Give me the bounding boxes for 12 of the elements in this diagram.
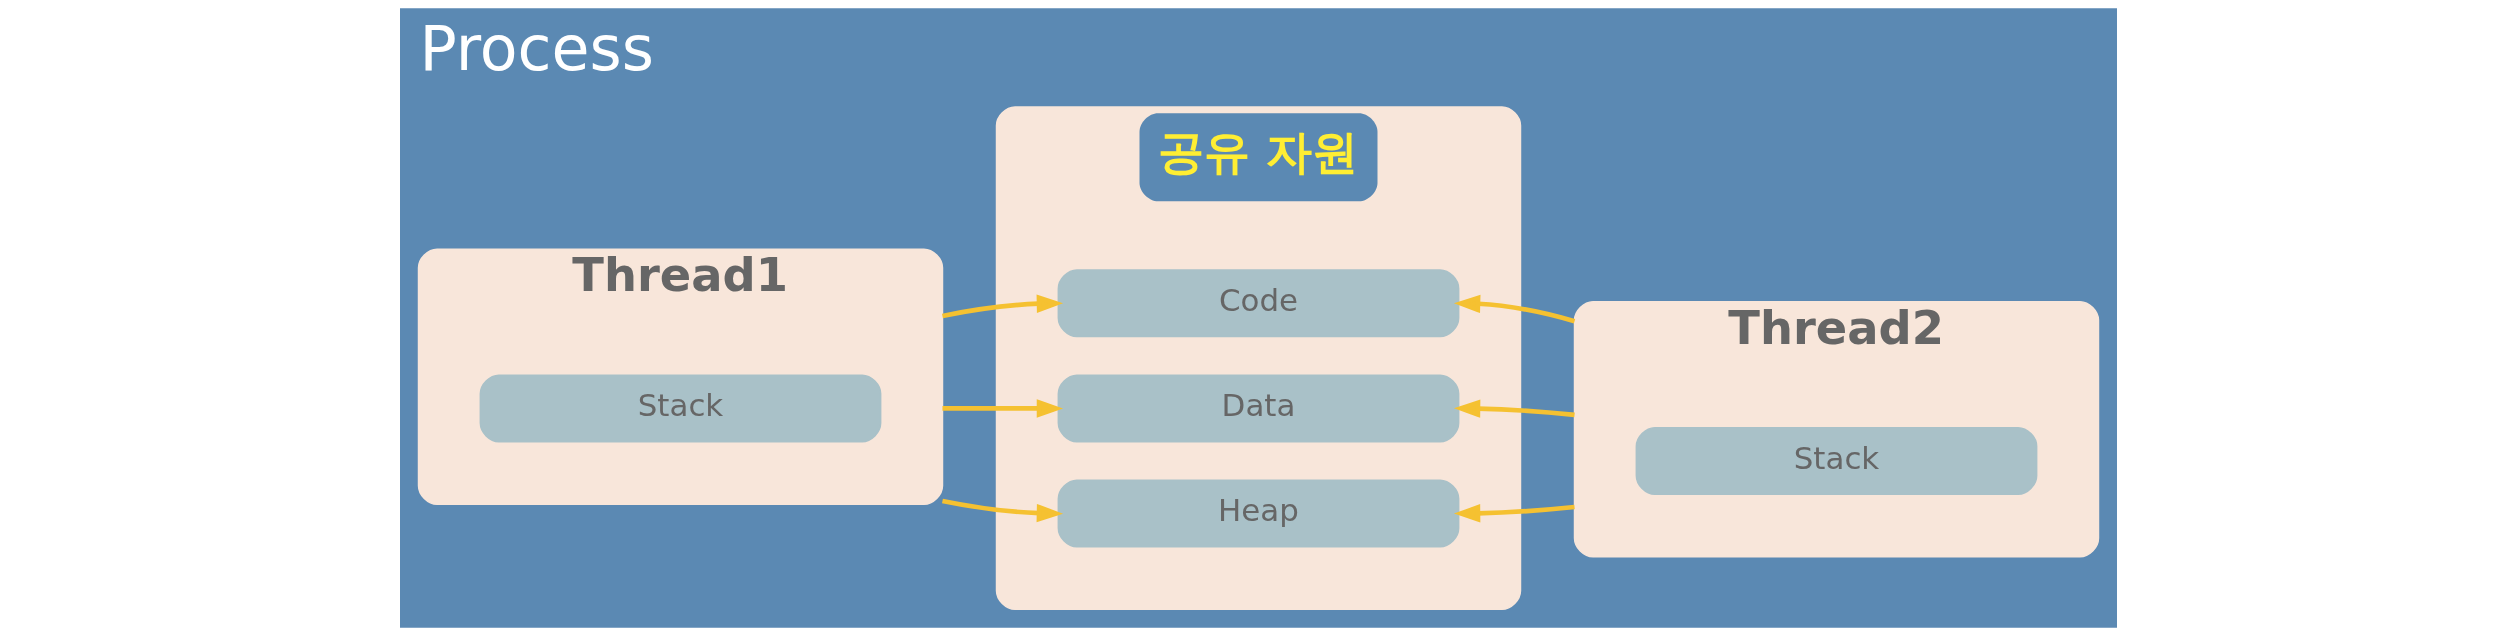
diagram-title: Process: [419, 12, 654, 85]
node-box: Stack: [479, 374, 881, 443]
arrow: [1453, 294, 1575, 324]
arrow: [1453, 399, 1575, 418]
arrow: [941, 498, 1063, 523]
arrow: [1453, 504, 1575, 523]
arrow: [941, 399, 1063, 418]
node-box: Heap: [1057, 479, 1459, 548]
node-box: Data: [1057, 374, 1459, 443]
arrow: [941, 294, 1063, 319]
node-box: Stack: [1635, 426, 2037, 495]
node-box: Code: [1057, 269, 1459, 338]
